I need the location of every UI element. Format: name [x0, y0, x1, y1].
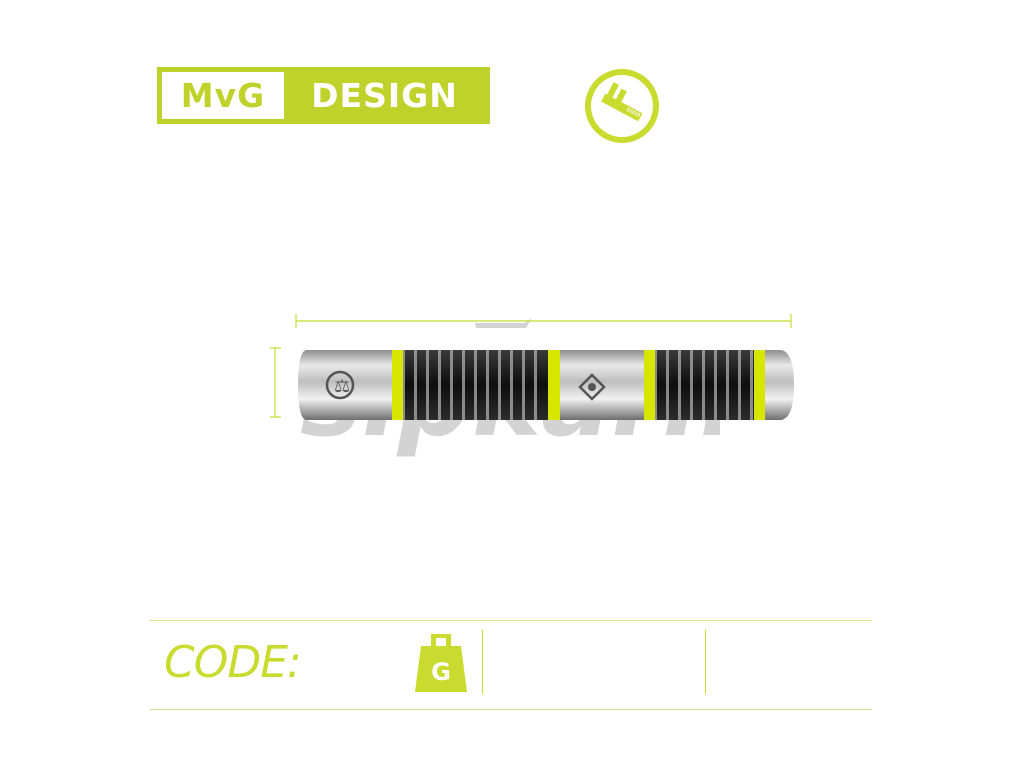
logo-mvg-text: MvG [162, 72, 284, 119]
code-label: CODE: [164, 637, 302, 688]
spec-bottom-rule [150, 709, 872, 710]
caliper-icon: 0000 [585, 69, 659, 143]
weight-icon: G [415, 634, 467, 692]
svg-text:⚖: ⚖ [334, 376, 350, 397]
spec-divider-1 [482, 630, 483, 694]
spec-divider-2 [705, 630, 706, 694]
spec-top-rule [150, 620, 872, 621]
dimension-lines [270, 314, 792, 418]
mvg-design-logo: MvG DESIGN [157, 67, 490, 124]
weight-letter: G [431, 658, 451, 686]
dart-barrel: ⚖ [298, 350, 794, 420]
logo-design-text: DESIGN [311, 76, 458, 115]
